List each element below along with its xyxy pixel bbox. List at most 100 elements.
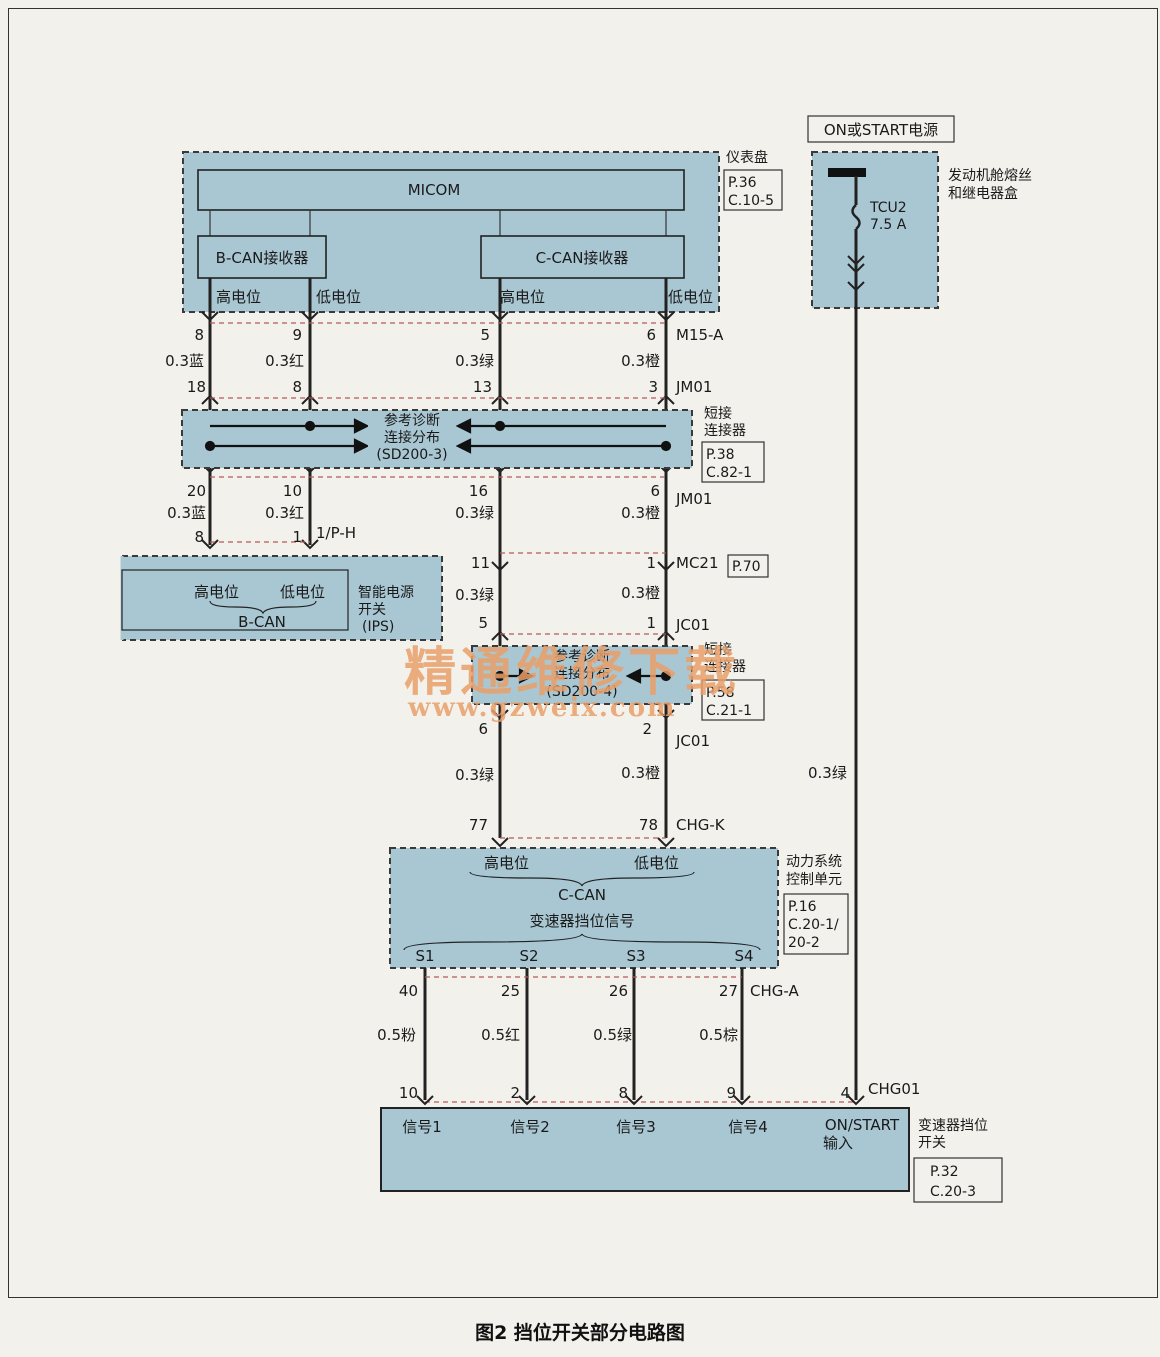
svg-text:输入: 输入 [823,1134,853,1152]
fuse-box [811,151,939,309]
svg-text:ON/START: ON/START [825,1116,900,1134]
micom-block [197,169,685,211]
watermark-url: www.gzweix.com [407,693,677,723]
svg-text:10: 10 [283,482,302,500]
power-label: ON或START电源 [807,115,955,143]
cluster-pin-lo-c: 低电位 [668,288,713,306]
svg-text:8: 8 [194,326,204,344]
svg-text:0.3橙: 0.3橙 [621,504,660,522]
gear-switch-box [380,1107,910,1192]
svg-text:开关: 开关 [918,1135,946,1151]
ips-bus: B-CAN [238,613,286,631]
svg-text:P.58: P.58 [706,685,735,701]
cluster-ref [723,169,783,211]
svg-text:1/P-H: 1/P-H [316,524,356,542]
svg-text:0.5棕: 0.5棕 [699,1026,738,1044]
connector-ph: 8 1 1/P-H [194,524,356,546]
pcm-hi: 高电位 [484,854,529,872]
svg-text:8: 8 [618,1084,628,1102]
svg-text:M15-A: M15-A [676,326,724,344]
svg-text:10: 10 [399,1084,418,1102]
wire-labels-4: 0.3绿 0.3橙 [455,764,660,784]
connector-jc01-bottom: 6 2 JC01 [478,720,710,750]
svg-text:短接: 短接 [704,405,732,422]
svg-text:2: 2 [642,720,652,738]
svg-text:变速器挡位: 变速器挡位 [918,1118,988,1134]
svg-text:4: 4 [840,1084,850,1102]
svg-text:1: 1 [646,554,656,572]
svg-text:9: 9 [292,326,302,344]
connector-chgk: 77 78 CHG-K [469,816,726,834]
connector-jm01-bottom: 20 10 16 6 JM01 [187,482,713,508]
svg-text:CHG-K: CHG-K [676,816,726,834]
svg-text:控制单元: 控制单元 [786,872,842,888]
wiring-diagram: ON或START电源 发动机舱熔丝 和继电器盒 TCU2 7.5 A 仪表盘 P… [120,115,1032,1203]
svg-text:(SD200-3): (SD200-3) [376,447,447,463]
wire-labels-5: 0.5粉 0.5红 0.5绿 0.5棕 [377,1026,738,1044]
watermark-title: 精通维修下载 [404,642,740,703]
wire-labels-3: 0.3绿 0.3橙 [455,584,660,604]
wire-labels-1: 0.3蓝 0.3红 0.3绿 0.3橙 [165,352,660,370]
svg-text:连接器: 连接器 [704,658,746,675]
svg-text:CHG01: CHG01 [868,1080,920,1098]
ccan-receiver [480,235,685,279]
svg-text:MICOM: MICOM [408,181,461,199]
svg-text:0.5粉: 0.5粉 [377,1026,416,1044]
svg-text:C.82-1: C.82-1 [706,465,752,481]
svg-text:S3: S3 [626,947,645,965]
svg-text:3: 3 [648,378,658,396]
svg-text:MC21: MC21 [676,554,719,572]
svg-text:连接分布: 连接分布 [554,665,610,682]
connector-mc21: 11 1 MC21 P.70 [471,554,769,578]
svg-text:S2: S2 [519,947,538,965]
svg-text:短接: 短接 [704,641,732,658]
svg-text:20-2: 20-2 [788,935,820,951]
svg-text:0.5红: 0.5红 [481,1026,520,1044]
joint1-ref [701,441,765,483]
power-wire-label: 0.3绿 [808,764,847,782]
svg-text:0.3红: 0.3红 [265,504,304,522]
svg-text:9: 9 [726,1084,736,1102]
svg-text:0.3绿: 0.3绿 [455,504,494,522]
svg-text:13: 13 [473,378,492,396]
busbar [828,168,866,177]
svg-text:1: 1 [646,614,656,632]
svg-text:0.3红: 0.3红 [265,352,304,370]
pcm-lo: 低电位 [634,854,679,872]
svg-text:6: 6 [646,326,656,344]
svg-text:(SD200-4): (SD200-4) [546,684,617,700]
svg-text:1: 1 [292,528,302,546]
cluster-pin-hi-b: 高电位 [216,288,261,306]
svg-text:5: 5 [480,326,490,344]
connector-jm01-top: 18 8 13 3 JM01 [187,378,713,396]
pcm-ref [783,893,849,955]
svg-text:S1: S1 [415,947,434,965]
connector-chg01: 10 2 8 9 4 CHG01 [399,1080,921,1102]
svg-text:CHG-A: CHG-A [750,982,799,1000]
wire-labels-2: 0.3蓝 0.3红 0.3绿 0.3橙 [167,504,660,522]
svg-text:77: 77 [469,816,488,834]
svg-text:11: 11 [471,554,490,572]
svg-text:40: 40 [399,982,418,1000]
cluster-pin-hi-c: 高电位 [500,288,545,306]
svg-text:0.3绿: 0.3绿 [455,352,494,370]
joint2-ref [701,679,765,721]
svg-text:78: 78 [639,816,658,834]
fuse-icon [851,204,861,230]
svg-text:JC01: JC01 [675,732,710,750]
svg-text:JC01: JC01 [675,616,710,634]
svg-text:0.3蓝: 0.3蓝 [167,504,206,522]
svg-text:P.32: P.32 [930,1164,959,1180]
svg-text:0.3绿: 0.3绿 [455,766,494,784]
cluster-pin-lo-b: 低电位 [316,288,361,306]
svg-text:0.3橙: 0.3橙 [621,352,660,370]
bcan-receiver [197,235,327,279]
svg-text:5: 5 [478,614,488,632]
svg-text:25: 25 [501,982,520,1000]
svg-text:0.3橙: 0.3橙 [621,584,660,602]
svg-text:信号4: 信号4 [728,1118,768,1136]
connector-chga: 40 25 26 27 CHG-A [399,982,800,1000]
diagram-frame [8,8,1158,1298]
cluster-label: 仪表盘 [726,149,768,166]
ips-lo: 低电位 [280,583,325,601]
